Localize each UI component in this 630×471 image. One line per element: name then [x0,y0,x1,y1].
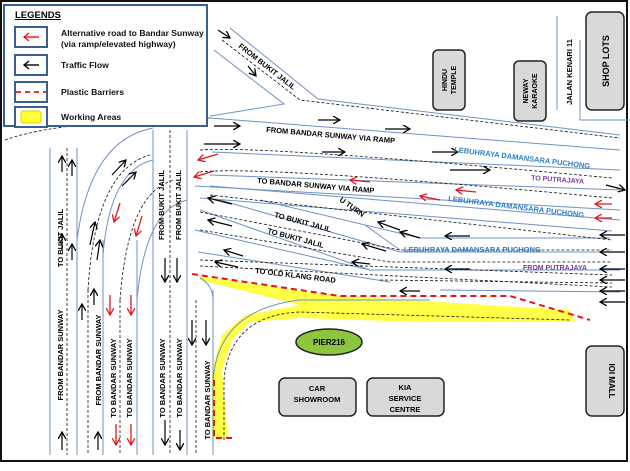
pier216-label: PIER216 [313,338,346,347]
label-to-bandar-sunway-v5: TO BANDAR SUNWAY [203,360,212,439]
legend-item-alternative-road: Alternative road to Bandar Sunway (via r… [14,26,204,50]
label-to-bukit-jalil-vertical: TO BUKIT JALIL [56,208,65,267]
alternative-route-arrows [110,153,612,445]
traffic-flow-arrows [62,29,625,450]
karaoke-label: KARAOKE [532,73,539,109]
landmark-car-showroom: CAR SHOWROOM [278,377,357,417]
label-to-bandar-sunway-v4: TO BANDAR SUNWAY [175,338,184,417]
legend-label-alternative-road-sub: (via ramp/elevated highway) [61,39,176,49]
legend-item-plastic-barriers: Plastic Barriers [14,81,204,105]
label-to-bandar-sunway-v3: TO BANDAR SUNWAY [158,338,167,417]
kia-label-1: KIA [399,383,413,392]
legend-item-working-areas: Working Areas [14,106,204,130]
landmark-ioi-mall: IOI MALL [585,345,625,417]
landmark-neway-karaoke: NEWAY KARAOKE [513,60,547,122]
label-to-bandar-sunway-v1: TO BANDAR SUNWAY [109,338,118,417]
label-from-bukit-jalil-v1: FROM BUKIT JALIL [157,170,166,240]
landmark-shop-lots: SHOP LOTS [585,11,625,111]
plastic-barriers [191,273,591,439]
label-from-bandar-sunway-v2: FROM BANDAR SUNWAY [94,315,103,406]
legend-title: LEGENDS [15,10,61,21]
landmark-kia-service-centre: KIA SERVICE CENTRE [366,377,445,417]
road-edges [49,16,630,455]
black-arrow-left-icon [14,54,48,76]
label-from-bukit-jalil-v2: FROM BUKIT JALIL [174,170,183,240]
lane-markings [4,39,621,455]
legend-label-working-areas: Working Areas [61,112,122,122]
working-area [200,276,575,438]
hindu-temple-label: HINDU [442,69,449,91]
kia-label-3: CENTRE [390,405,421,414]
legend-panel: LEGENDS Alternative road to Bandar Sunwa… [3,4,208,130]
legend-item-traffic-flow: Traffic Flow [14,54,204,78]
landmark-pier216: PIER216 [295,328,363,356]
legend-label-traffic-flow: Traffic Flow [61,60,109,70]
kia-label-2: SERVICE [389,394,422,403]
ioi-mall-label: IOI MALL [607,363,616,398]
legend-label-plastic-barriers: Plastic Barriers [61,87,125,97]
car-showroom-label-2: SHOWROOM [294,395,341,404]
car-showroom-label-1: CAR [309,384,326,393]
label-ldp-3: LEBUHRAYA DAMANSARA PUCHONG [404,245,541,254]
label-to-putrajaya: TO PUTRAJAYA [531,175,584,186]
yellow-box-icon [14,106,48,128]
jalan-kenari-label: JALAN KENARI 11 [565,39,574,105]
label-to-bandar-sunway-v2: TO BANDAR SUNWAY [125,338,134,417]
label-from-bandar-sunway-v1: FROM BANDAR SUNWAY [56,310,65,401]
neway-label: NEWAY [523,78,530,103]
red-dashed-line-icon [14,81,48,103]
label-from-putrajaya: FROM PUTRAJAYA [523,265,587,272]
legend-label-alternative-road: Alternative road to Bandar Sunway [61,28,204,38]
landmark-hindu-temple: HINDU TEMPLE [432,49,466,111]
red-arrow-left-icon [14,26,48,48]
shop-lots-label: SHOP LOTS [601,35,611,87]
hindu-temple-label-2: TEMPLE [451,65,458,94]
